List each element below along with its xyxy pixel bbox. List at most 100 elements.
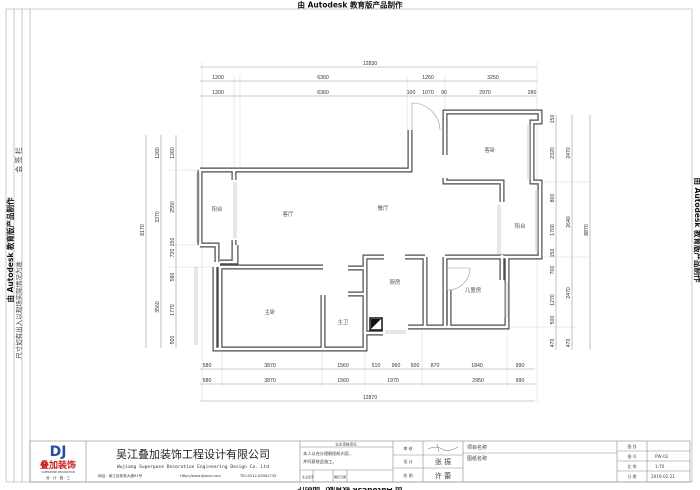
windows xyxy=(194,124,539,345)
dimension-label: 12870 xyxy=(363,395,378,401)
dimension-label: 90 xyxy=(441,90,447,96)
dimension-label: 1970 xyxy=(387,378,399,384)
wall-master-bedroom-top-inner xyxy=(218,265,323,349)
dimension-label: 1200 xyxy=(212,90,224,96)
drawing-label: 绘 图 xyxy=(403,472,412,478)
title-block xyxy=(29,440,691,483)
project-name-label: 项目名称 xyxy=(467,444,487,451)
dimension-labels: 12830 1200 6360 1260 3250 1200 6360 100 1070 90 29… xyxy=(140,61,590,401)
dimension-label: 8870 xyxy=(584,224,590,236)
confirm-date-label: 确定日期 xyxy=(334,474,346,479)
dimension-label: 580 xyxy=(203,378,212,384)
countersign-label: 会 签 栏 xyxy=(14,147,23,172)
watermark-left: 由 Autodesk 教育版产品制作 xyxy=(5,197,15,303)
owner-statement-line2: 并同意按此施工。 xyxy=(303,458,337,465)
dimension-note: 尺寸如有出入以现场实际情况为准 xyxy=(14,261,23,359)
dimension-label: 1270 xyxy=(550,294,556,306)
dimension-label: 1200 xyxy=(212,75,224,81)
dimension-label: 1560 xyxy=(337,378,349,384)
company-tel: TEL:0512-63061739 xyxy=(239,474,277,478)
room-label-dining-room: 餐厅 xyxy=(377,204,389,212)
room-label-guest-bedroom: 客卧 xyxy=(484,146,496,154)
wall-guest-bedroom-bottom-inner xyxy=(443,178,504,202)
design-label: 设 计 xyxy=(403,458,412,464)
dimension-label: 510 xyxy=(372,363,381,369)
dimension-label: 8170 xyxy=(140,224,146,236)
category-label: 图 别 xyxy=(628,444,637,449)
room-label-living-room: 客厅 xyxy=(282,210,294,218)
room-label-kids-room: 儿童房 xyxy=(465,286,482,294)
dimension-label: 990 xyxy=(516,363,525,369)
dimension-label: 150 xyxy=(170,238,176,247)
wall-kitchen-bath xyxy=(348,265,365,297)
date-label: 日 期 xyxy=(628,474,637,479)
company-name-en: Wujiang Superpose Decoration Engineering… xyxy=(117,464,269,470)
dimension-label: 500 xyxy=(550,316,556,325)
wall-left-balcony-bottom-inner xyxy=(200,243,238,264)
dimension-label: 12830 xyxy=(363,61,378,67)
dimension-label: 500 xyxy=(170,336,176,345)
drawing-date: 2019.02.21 xyxy=(651,474,675,479)
dimension-label: 100 xyxy=(407,90,416,96)
wall-kids-room-top xyxy=(445,254,507,280)
room-label-master-bedroom: 主卧 xyxy=(264,308,276,316)
kids-door-swing xyxy=(447,267,471,291)
drafter-name: 许 蕾 xyxy=(435,471,451,480)
flue-shaft-icon xyxy=(369,317,383,331)
room-label-balcony-right: 阳台 xyxy=(514,222,526,230)
logo-mark: DJ xyxy=(50,444,67,460)
logo-english: SUPERPOSE DECORATION xyxy=(41,470,74,474)
reviewer-signature xyxy=(427,443,459,453)
dimension-label: 280 xyxy=(528,90,537,96)
wall-kitchen-left-inner xyxy=(363,255,384,333)
dimension-label: 870 xyxy=(431,363,440,369)
dimension-label: 2470 xyxy=(566,147,572,159)
dimension-label: 1840 xyxy=(471,363,483,369)
company-website: Http://www.djzszx.com xyxy=(180,474,221,478)
dimension-label: 6360 xyxy=(317,90,329,96)
dimension-label: 1700 xyxy=(550,224,556,236)
wall-master-bedroom-top xyxy=(217,264,323,349)
dimension-label: 470 xyxy=(566,339,572,348)
dimension-label: 580 xyxy=(203,363,212,369)
dimension-label: 960 xyxy=(392,363,401,369)
drawing-number: PW-02 xyxy=(655,454,669,459)
scale-label: 比 例 xyxy=(628,464,637,469)
dimension-label: 720 xyxy=(170,249,176,258)
wall-kitchen-bath-inner xyxy=(348,266,365,296)
owner-statement-line1: 本人以充分理解图纸内容， xyxy=(303,450,353,457)
dimension-label: 3250 xyxy=(487,75,499,81)
watermark-top: 由 Autodesk 教育版产品制作 xyxy=(297,0,403,10)
dimension-label: 470 xyxy=(550,339,556,348)
dimension-label: 800 xyxy=(550,194,556,203)
review-label: 审 核 xyxy=(403,445,412,451)
dimension-label: 2970 xyxy=(479,90,491,96)
company-logo: DJ 叠加装饰 SUPERPOSE DECORATION 设 · 计 · 施 ·… xyxy=(40,444,76,480)
dimension-label: 1260 xyxy=(155,147,161,159)
owner-sign-label: 业主签字 xyxy=(302,474,314,479)
dimension-label: 1070 xyxy=(422,90,434,96)
dimension-label: 2470 xyxy=(566,287,572,299)
entry-door-swing xyxy=(411,102,441,131)
dimension-label: 3560 xyxy=(155,301,161,313)
logo-name: 叠加装饰 xyxy=(40,459,76,471)
dimension-label: 1560 xyxy=(337,363,349,369)
dimension-label: 150 xyxy=(550,115,556,124)
dimension-label: 700 xyxy=(550,266,556,275)
number-label: 图 号 xyxy=(628,454,637,459)
drawing-scale: 1:70 xyxy=(655,464,665,469)
dimension-label: 6360 xyxy=(317,75,329,81)
dimension-label: 990 xyxy=(516,378,525,384)
walls xyxy=(197,109,543,352)
dimension-label: 1260 xyxy=(422,75,434,81)
dimension-label: 2640 xyxy=(566,216,572,228)
dimension-label: 580 xyxy=(170,273,176,282)
dimension-label: 1260 xyxy=(170,147,176,159)
owner-opinion-label: 业主审核意见 xyxy=(335,442,357,447)
dimension-label: 3370 xyxy=(155,211,161,223)
watermark-right: 由 Autodesk 教育版产品制作 xyxy=(693,177,700,283)
room-label-kitchen: 厨房 xyxy=(389,278,401,286)
dimension-label: 3870 xyxy=(264,378,276,384)
wall-kids-room-top-inner xyxy=(445,255,507,280)
